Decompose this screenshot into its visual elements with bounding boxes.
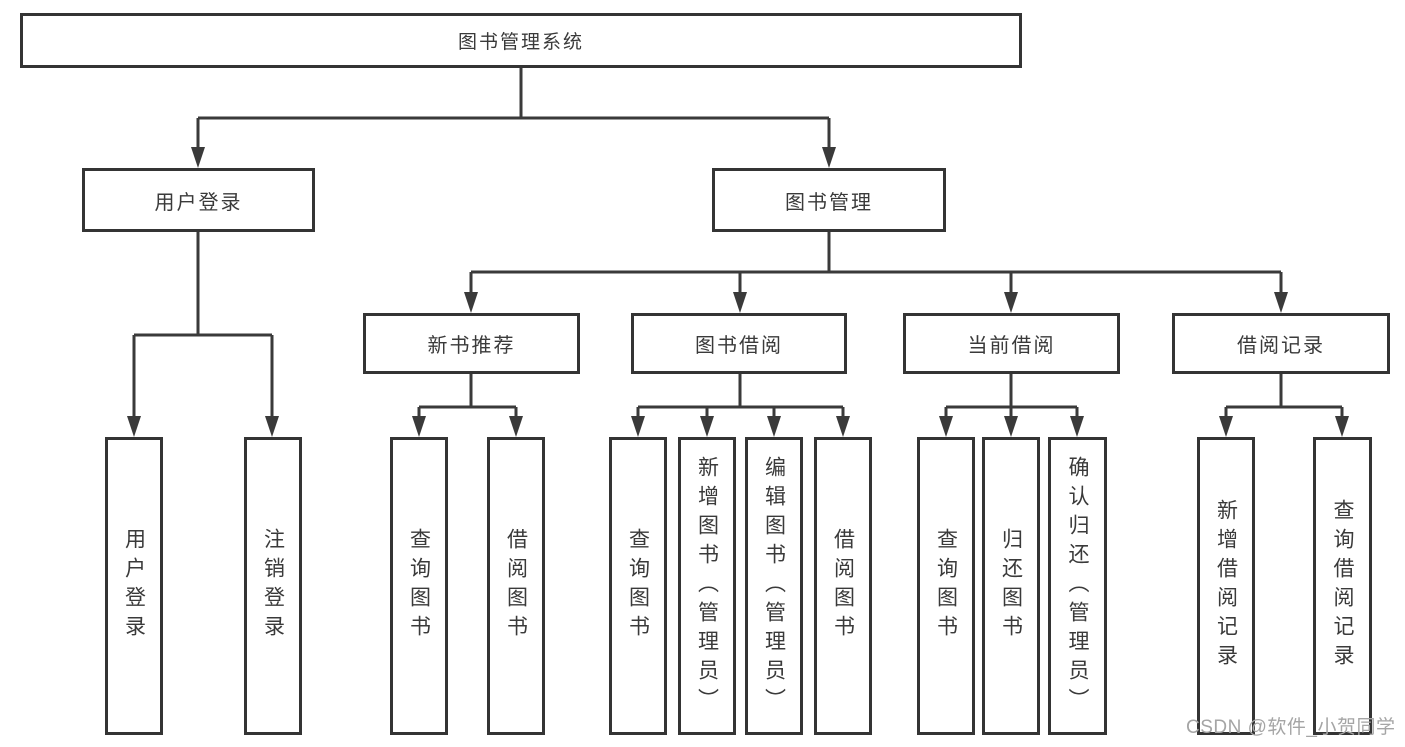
node-label: 用户登录 [122,528,146,644]
leaf-query-books-current: 查询图书 [917,437,975,735]
node-borrow-records: 借阅记录 [1172,313,1390,374]
node-label: 确认归还（管理员） [1066,455,1089,717]
node-label: 借阅图书 [504,528,528,644]
node-label: 注销登录 [261,528,285,644]
leaf-confirm-return-admin: 确认归还（管理员） [1048,437,1107,735]
leaf-borrow-books: 借阅图书 [814,437,872,735]
node-label: 归还图书 [999,528,1023,644]
node-new-book-recommend: 新书推荐 [363,313,580,374]
node-label: 图书管理系统 [457,32,584,53]
node-user-login: 用户登录 [82,168,315,232]
leaf-return-books: 归还图书 [982,437,1040,735]
leaf-query-books-borrow: 查询图书 [609,437,667,735]
node-label: 查询图书 [934,528,958,644]
node-label: 用户登录 [154,191,243,214]
connector-book-borrow [636,374,845,419]
node-label: 图书管理 [785,191,873,214]
node-label: 当前借阅 [967,335,1056,357]
connector-root [196,68,831,150]
node-label: 查询图书 [407,528,431,644]
connector-current-borrow [944,374,1079,419]
node-label: 查询借阅记录 [1331,499,1354,673]
node-label: 新书推荐 [427,335,516,357]
connector-user-login [132,232,274,419]
connector-new-book-recommend [417,374,518,419]
node-label: 借阅记录 [1237,335,1325,357]
arrowheads [127,147,1349,437]
node-book-management-system: 图书管理系统 [20,13,1022,68]
node-book-management: 图书管理 [712,168,946,232]
leaf-logout: 注销登录 [244,437,302,735]
node-book-borrow: 图书借阅 [631,313,847,374]
connector-book-management [469,232,1283,295]
leaf-query-books-recommend: 查询图书 [390,437,448,735]
node-label: 图书借阅 [695,335,783,357]
leaf-user-login: 用户登录 [105,437,163,735]
leaf-query-borrow-record: 查询借阅记录 [1313,437,1372,735]
connector-borrow-records [1224,374,1344,419]
leaf-borrow-books-recommend: 借阅图书 [487,437,545,735]
node-label: 新增图书（管理员） [695,455,719,717]
node-current-borrow: 当前借阅 [903,313,1120,374]
leaf-add-borrow-record: 新增借阅记录 [1197,437,1255,735]
node-label: 编辑图书（管理员） [762,455,786,717]
csdn-watermark: CSDN @软件_小贺同学 [1186,717,1396,738]
node-label: 借阅图书 [831,528,855,644]
node-label: 查询图书 [626,528,650,644]
node-label: 新增借阅记录 [1214,499,1238,673]
leaf-add-books-admin: 新增图书（管理员） [678,437,736,735]
leaf-edit-books-admin: 编辑图书（管理员） [745,437,803,735]
